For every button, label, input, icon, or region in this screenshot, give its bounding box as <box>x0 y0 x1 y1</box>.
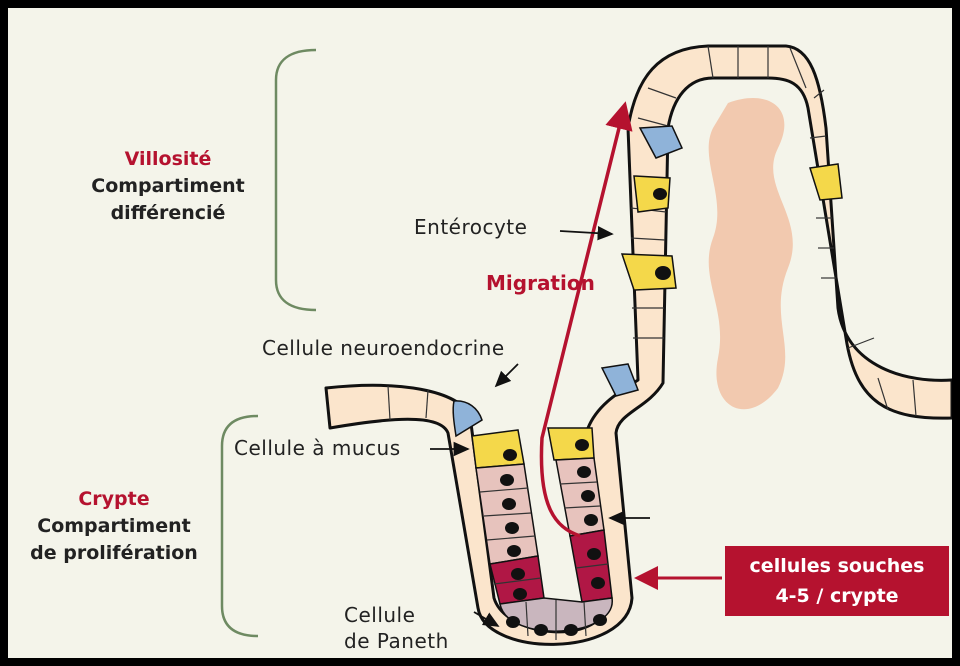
crypt-title: Crypte <box>8 486 220 513</box>
enterocyte-pointer <box>560 231 612 234</box>
villus-label: Villosité Compartiment différencié <box>68 146 268 227</box>
neuroendocrine-cell <box>602 364 638 396</box>
paneth-label: Cellule de Paneth <box>344 602 449 654</box>
neuroendocrine-label: Cellule neuroendocrine <box>262 336 505 360</box>
crypt-line2: de prolifération <box>8 540 220 567</box>
enterocyte-label: Entérocyte <box>414 215 527 239</box>
migration-label: Migration <box>486 270 595 297</box>
crypt-label: Crypte Compartiment de prolifération <box>8 486 220 567</box>
crypt-line1: Compartiment <box>8 513 220 540</box>
stem-cells-line1: cellules souches <box>725 551 949 581</box>
villus-title: Villosité <box>68 146 268 173</box>
lamina-propria <box>709 98 793 409</box>
villus-brace <box>276 50 316 310</box>
villus-line2: différencié <box>68 200 268 227</box>
neuroendocrine-pointer <box>496 364 518 386</box>
stem-cells-line2: 4-5 / crypte <box>725 581 949 611</box>
mucus-cell <box>472 430 524 468</box>
villus-line1: Compartiment <box>68 173 268 200</box>
diagram-frame: Villosité Compartiment différencié Crypt… <box>8 8 952 658</box>
paneth-line1: Cellule <box>344 602 449 628</box>
mucus-label: Cellule à mucus <box>234 436 401 460</box>
stem-cells-callout: cellules souches 4-5 / crypte <box>725 546 949 616</box>
mucus-cell <box>810 164 842 200</box>
paneth-line2: de Paneth <box>344 628 449 654</box>
